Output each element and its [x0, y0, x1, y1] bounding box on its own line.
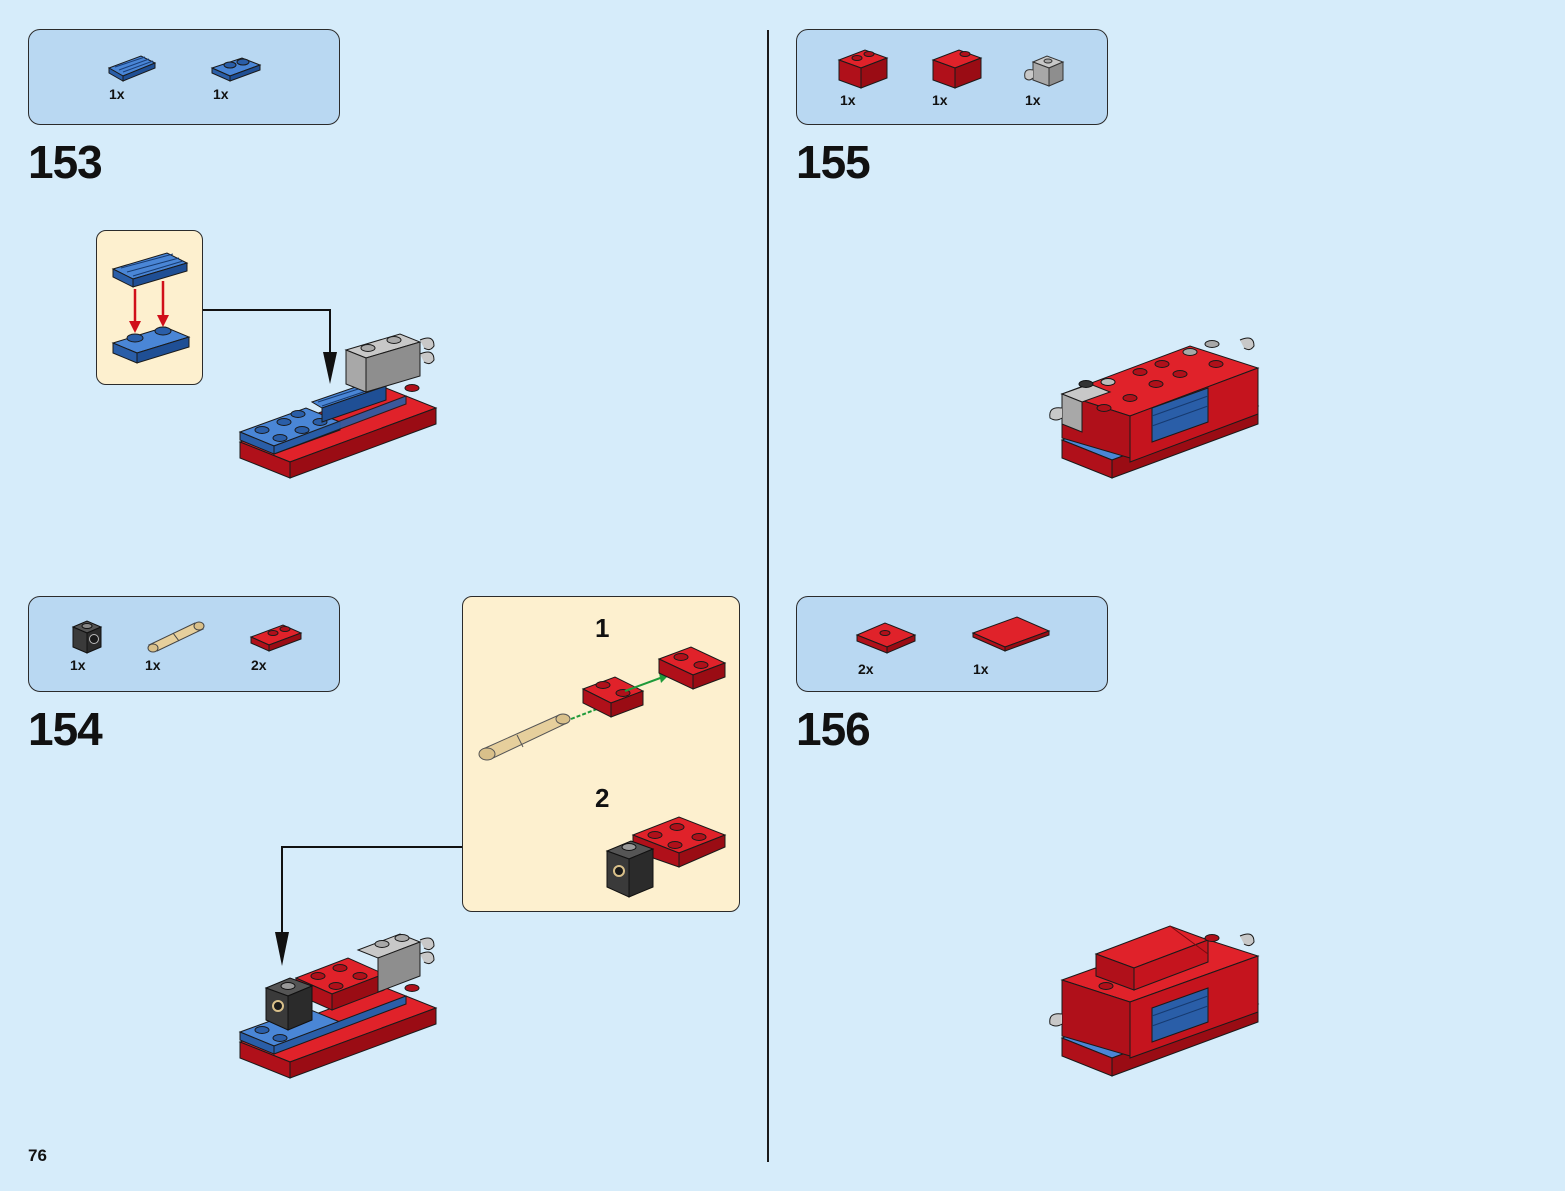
- callout-154: 1 2: [462, 596, 740, 912]
- part-qty: 1x: [109, 86, 125, 102]
- blue-plate-1x2-icon: [210, 57, 262, 82]
- part-qty: 1x: [1025, 92, 1041, 108]
- step-number-156: 156: [796, 703, 871, 755]
- parts-list-154: 1x 1x 2x: [28, 596, 340, 692]
- red-tile-flat-icon: [971, 616, 1051, 652]
- callout-assembly-153: [111, 252, 191, 364]
- blue-grille-plate-icon: [107, 55, 157, 82]
- step-number-153: 153: [28, 136, 103, 188]
- part-qty: 1x: [70, 657, 86, 673]
- grey-clip-brick-icon: [1024, 55, 1065, 87]
- part-qty: 2x: [858, 661, 874, 677]
- tan-axle-pin-icon: [147, 621, 205, 653]
- parts-list-156: 2x 1x: [796, 596, 1108, 692]
- page-number: 76: [28, 1146, 47, 1165]
- parts-list-153: 1x 1x: [28, 29, 340, 125]
- black-technic-brick-icon: [71, 620, 103, 654]
- substep-number: 2: [595, 783, 610, 813]
- substep-number: 1: [595, 613, 610, 643]
- model-step-153: [238, 333, 438, 479]
- part-qty: 1x: [213, 86, 229, 102]
- red-brick-1x2-icon: [837, 49, 889, 89]
- model-step-156: [1049, 925, 1260, 1077]
- red-plate-with-pin-hole-icon: [249, 624, 303, 652]
- model-step-155: [1049, 337, 1260, 479]
- part-qty: 1x: [973, 661, 989, 677]
- callout-153: [96, 230, 203, 385]
- step-number-155: 155: [796, 136, 871, 188]
- part-qty: 2x: [251, 657, 267, 673]
- part-qty: 1x: [145, 657, 161, 673]
- parts-list-155: 1x 1x 1x: [796, 29, 1108, 125]
- model-step-154: [238, 933, 438, 1079]
- part-qty: 1x: [932, 92, 948, 108]
- part-qty: 1x: [840, 92, 856, 108]
- red-plate-2x2-icon: [855, 622, 917, 654]
- step-number-154: 154: [28, 703, 103, 755]
- page-divider: [767, 30, 769, 1162]
- callout-assembly-154: [478, 646, 727, 898]
- red-slope-icon: [931, 49, 983, 89]
